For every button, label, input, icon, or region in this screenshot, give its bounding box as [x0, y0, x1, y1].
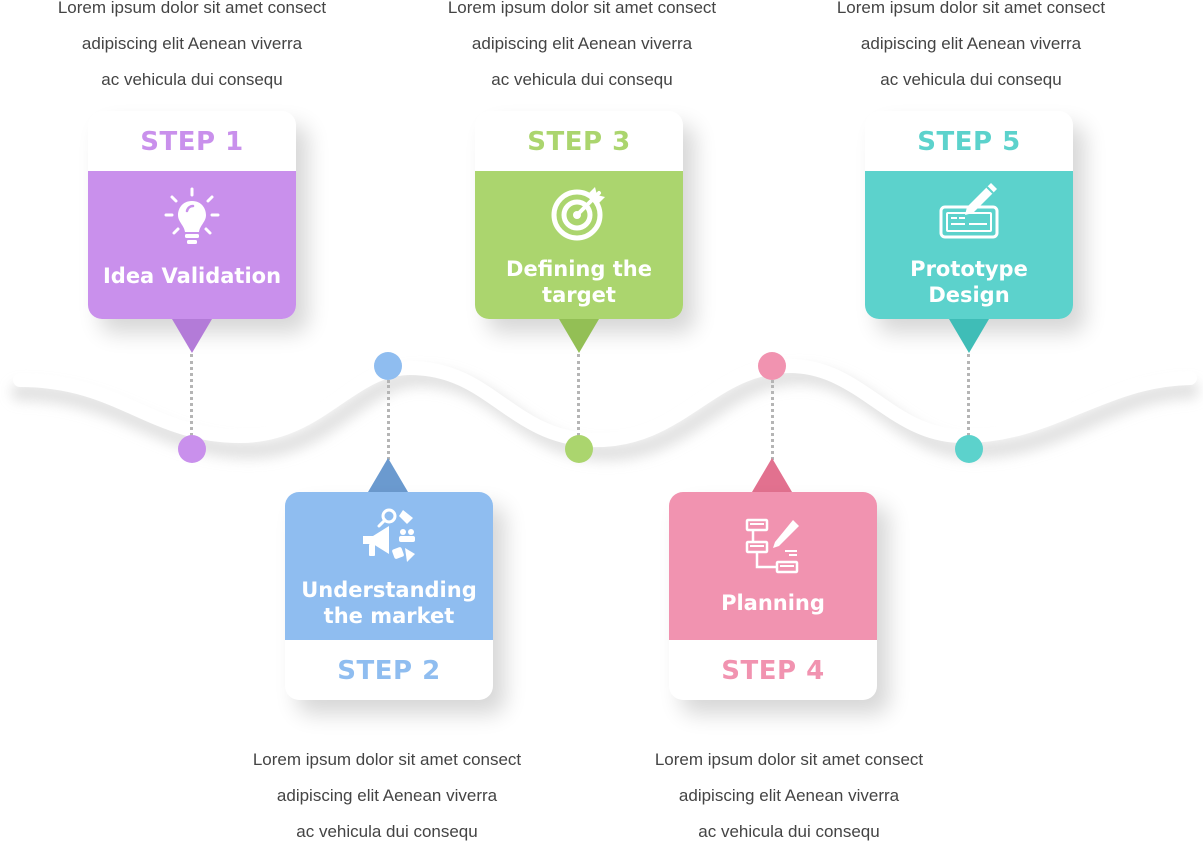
step-1-card: STEP 1 Idea Validation [88, 111, 296, 319]
step-1-pointer [172, 319, 212, 353]
step-3-card: STEP 3 Defining the target [475, 111, 683, 319]
step-5-node [955, 435, 983, 463]
step-1-panel: Idea Validation [88, 171, 296, 319]
step-1-description: Lorem ipsum dolor sit amet consect adipi… [22, 0, 362, 98]
step-5-connector [967, 354, 970, 436]
description-line: ac vehicula dui consequ [698, 822, 880, 841]
step-2-connector [387, 380, 390, 460]
description-line: adipiscing elit Aenean viverra [276, 786, 498, 805]
step-1-node [178, 435, 206, 463]
description-line: ac vehicula dui consequ [296, 822, 478, 841]
step-5-title: Prototype Design [910, 257, 1028, 307]
planning-icon [745, 518, 799, 574]
step-3-label: STEP 3 [527, 127, 631, 157]
step-2-pointer [368, 458, 408, 492]
step-5-panel: Prototype Design [865, 171, 1073, 319]
step-3-node [565, 435, 593, 463]
description-line: Lorem ipsum dolor sit amet consect [252, 750, 522, 769]
step-2-label: STEP 2 [337, 656, 441, 686]
step-5-pointer [949, 319, 989, 353]
step-4-title: Planning [721, 591, 825, 615]
description-line: ac vehicula dui consequ [880, 70, 1062, 89]
description-line: Lorem ipsum dolor sit amet consect [836, 0, 1106, 17]
step-5-card: STEP 5 Prototype Design [865, 111, 1073, 319]
step-2-card: Understanding the market STEP 2 [285, 492, 493, 700]
step-5-label: STEP 5 [917, 127, 1021, 157]
prototype-design-icon [939, 183, 999, 239]
step-3-connector [577, 354, 580, 436]
description-line: ac vehicula dui consequ [491, 70, 673, 89]
step-4-label: STEP 4 [721, 656, 825, 686]
description-line: adipiscing elit Aenean viverra [471, 34, 693, 53]
description-line: Lorem ipsum dolor sit amet consect [654, 750, 924, 769]
step-2-panel: Understanding the market [285, 492, 493, 640]
description-line: Lorem ipsum dolor sit amet consect [57, 0, 327, 17]
step-2-title: Understanding the market [301, 578, 477, 628]
step-3-pointer [559, 319, 599, 353]
step-1-connector [190, 354, 193, 436]
description-line: Lorem ipsum dolor sit amet consect [447, 0, 717, 17]
description-line: adipiscing elit Aenean viverra [860, 34, 1082, 53]
step-3-panel: Defining the target [475, 171, 683, 319]
step-4-connector [771, 380, 774, 460]
description-line: ac vehicula dui consequ [101, 70, 283, 89]
step-4-card: Planning STEP 4 [669, 492, 877, 700]
step-3-description: Lorem ipsum dolor sit amet consect adipi… [412, 0, 752, 98]
step-4-description: Lorem ipsum dolor sit amet consect adipi… [619, 742, 959, 850]
step-4-node [758, 352, 786, 380]
step-4-pointer [752, 458, 792, 492]
target-icon [551, 187, 605, 241]
description-line: adipiscing elit Aenean viverra [81, 34, 303, 53]
step-3-title: Defining the target [506, 257, 652, 307]
step-2-description: Lorem ipsum dolor sit amet consect adipi… [217, 742, 557, 850]
step-4-panel: Planning [669, 492, 877, 640]
step-2-node [374, 352, 402, 380]
step-1-title: Idea Validation [102, 264, 282, 288]
step-1-label: STEP 1 [140, 127, 244, 157]
step-5-description: Lorem ipsum dolor sit amet consect adipi… [801, 0, 1141, 98]
megaphone-marketing-icon [363, 508, 415, 562]
lightbulb-icon [164, 187, 220, 244]
description-line: adipiscing elit Aenean viverra [678, 786, 900, 805]
